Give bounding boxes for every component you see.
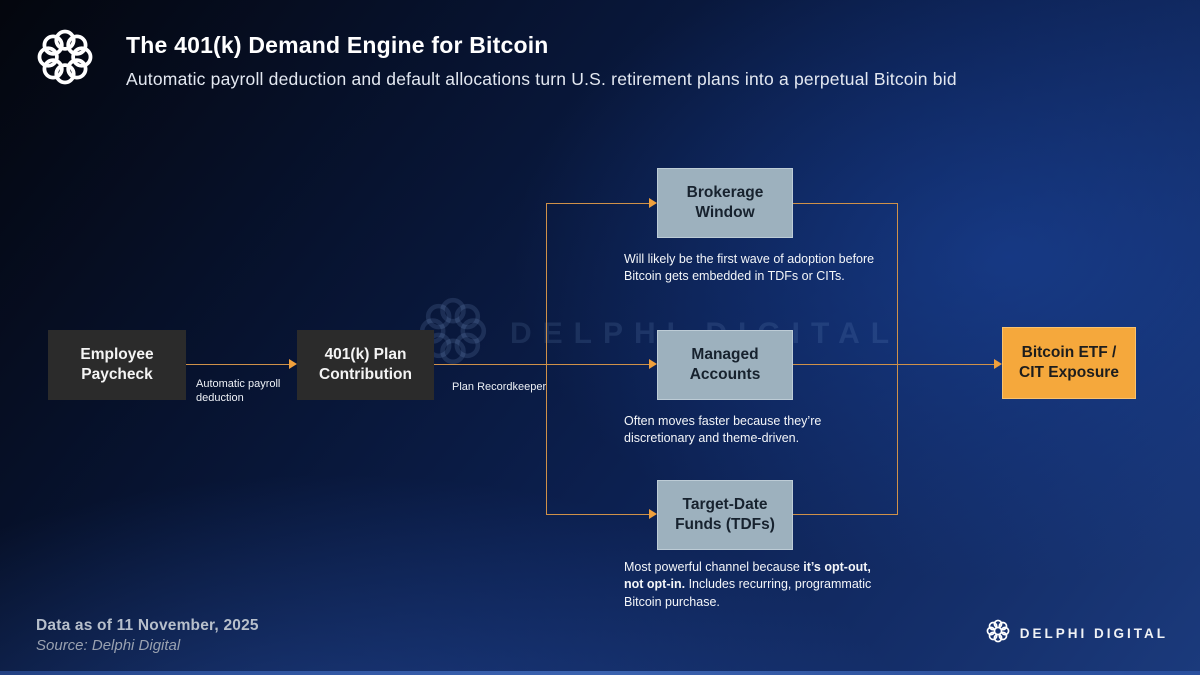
arrowhead-into-contribution-icon [289, 359, 297, 369]
page-title: The 401(k) Demand Engine for Bitcoin [126, 32, 549, 58]
delphi-knot-logo-icon [36, 28, 94, 91]
footer-brand: DELPHI DIGITAL [986, 619, 1168, 648]
arrowhead-into-tdf-icon [649, 509, 657, 519]
bottom-accent-strip [0, 671, 1200, 675]
arrowhead-into-exposure-icon [994, 359, 1002, 369]
data-as-of-label: Data as of 11 November, 2025 [36, 617, 259, 634]
node-brokerage-window: Brokerage Window [657, 168, 793, 238]
connector-tdf-to-collector [793, 514, 897, 515]
node-managed-accounts: Managed Accounts [657, 330, 793, 400]
connector-branch-vertical [546, 203, 547, 515]
node-bitcoin-etf-exposure: Bitcoin ETF / CIT Exposure [1002, 327, 1136, 399]
note-tdf-post: Includes recurring, programmatic Bitcoin… [624, 577, 872, 609]
connector-employee-to-contribution [186, 364, 290, 365]
footer-left: Data as of 11 November, 2025 Source: Del… [36, 617, 259, 654]
note-managed-accounts: Often moves faster because they’re discr… [624, 414, 822, 446]
edge-label-payroll-deduction: Automatic payroll deduction [196, 378, 281, 405]
arrowhead-into-brokerage-icon [649, 198, 657, 208]
note-tdf-pre: Most powerful channel because [624, 560, 804, 574]
connector-collector-vertical [897, 203, 898, 515]
connector-brokerage-to-collector [793, 203, 897, 204]
arrowhead-into-managed-icon [649, 359, 657, 369]
header: The 401(k) Demand Engine for Bitcoin Aut… [36, 28, 957, 91]
connector-branch-to-brokerage [546, 203, 650, 204]
node-target-date-funds: Target-Date Funds (TDFs) [657, 480, 793, 550]
note-tdf-bold: it’s opt-out, not opt-in. [624, 560, 871, 592]
node-401k-contribution: 401(k) Plan Contribution [297, 330, 434, 400]
page-subtitle: Automatic payroll deduction and default … [126, 69, 957, 89]
connector-contribution-to-managed [434, 364, 650, 365]
connector-branch-to-tdf [546, 514, 650, 515]
edge-label-plan-recordkeeper: Plan Recordkeeper [452, 381, 547, 393]
footer-knot-icon [986, 619, 1010, 648]
header-titles: The 401(k) Demand Engine for Bitcoin Aut… [126, 28, 957, 90]
source-label: Source: Delphi Digital [36, 637, 181, 654]
node-employee-paycheck: Employee Paycheck [48, 330, 186, 400]
note-target-date-funds: Most powerful channel because it’s opt-o… [624, 559, 886, 611]
footer-brand-text: DELPHI DIGITAL [1019, 626, 1168, 641]
note-brokerage-window: Will likely be the first wave of adoptio… [624, 252, 875, 284]
connector-managed-to-exposure [793, 364, 995, 365]
